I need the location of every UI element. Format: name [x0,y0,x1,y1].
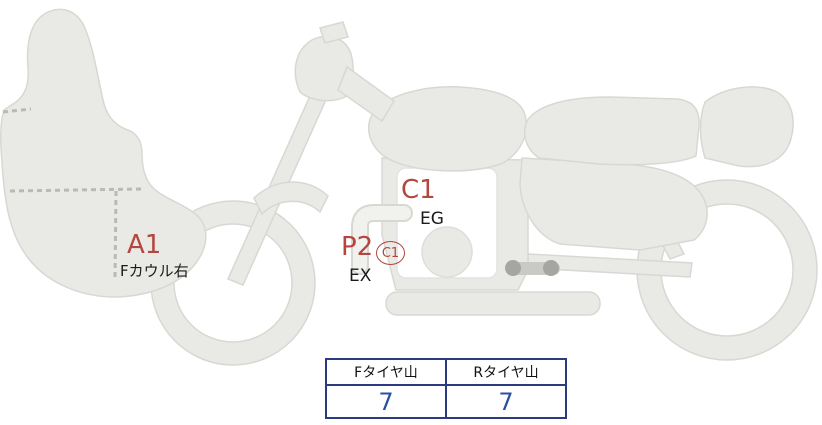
damage-part-exhaust: EX [349,266,372,286]
front-cowl [0,8,207,298]
engine-case [421,226,473,278]
frame-neck [337,65,395,123]
tail-cowl [699,86,794,168]
tire-tread-header-row: Fタイヤ山 Rタイヤ山 [325,358,567,386]
mirror [319,21,349,44]
front-tire-header: Fタイヤ山 [325,358,447,386]
panel-dashed-lines [2,107,142,279]
damage-code-engine: C1 [401,175,436,205]
handlebar [294,35,354,102]
side-cover [519,157,708,251]
front-tire-value: 7 [325,384,447,419]
damage-subcode-exhaust: C1 [376,241,405,265]
rear-tire-header: Rタイヤ山 [445,358,567,386]
footpeg [505,260,560,276]
tire-tread-table: Fタイヤ山 Rタイヤ山 7 7 [325,358,567,419]
front-fender [253,181,329,216]
damage-code-front-cowl: A1 [127,230,162,260]
tire-tread-value-row: 7 7 [325,384,567,419]
rear-tire-value: 7 [445,384,567,419]
muffler [385,291,601,316]
damage-part-front-cowl: Fカウル右 [120,262,189,280]
damage-code-exhaust: P2 [341,232,374,262]
fuel-tank [367,86,528,172]
seat [523,96,700,166]
damage-part-engine: EG [420,209,444,229]
exhaust-pipe [353,206,411,273]
